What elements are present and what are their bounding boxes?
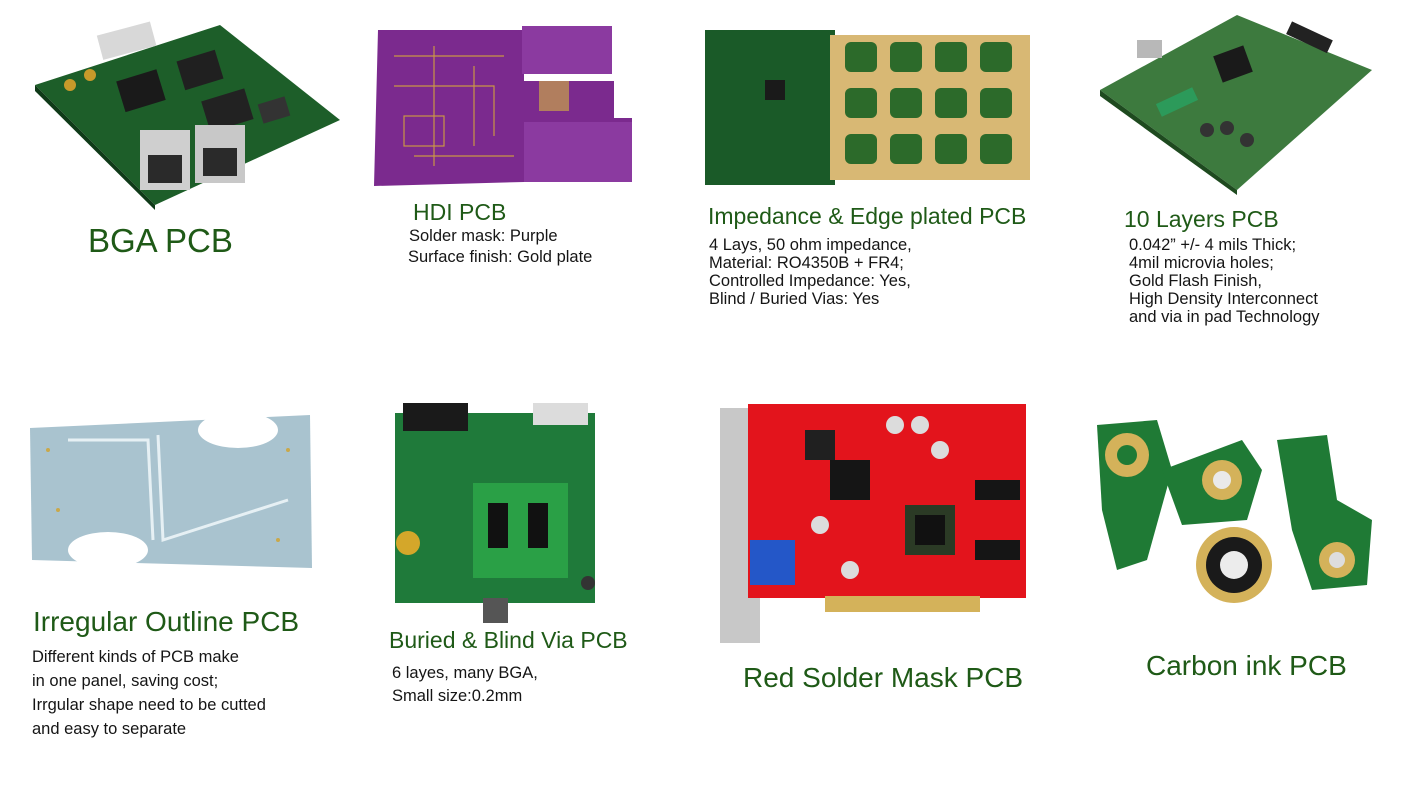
bga-pcb-title: BGA PCB — [88, 222, 233, 259]
desc-line: Irrgular shape need to be cutted — [32, 696, 266, 714]
red-pcb-title: Red Solder Mask PCB — [743, 662, 1024, 693]
irregular-pcb-desc: Different kinds of PCB make in one panel… — [32, 648, 266, 738]
desc-line: in one panel, saving cost; — [32, 672, 219, 690]
desc-line: and via in pad Technology — [1129, 308, 1320, 326]
impedance-pcb-title: Impedance & Edge plated PCB — [708, 203, 1027, 229]
desc-line: 0.042” +/- 4 mils Thick; — [1129, 236, 1297, 254]
red-pcb-image — [720, 400, 1032, 643]
ten-layers-pcb-image — [1097, 10, 1375, 195]
desc-line: Blind / Buried Vias: Yes — [709, 290, 880, 308]
hdi-pcb-image — [374, 26, 638, 188]
irregular-pcb-image — [28, 410, 314, 575]
buried-pcb-title: Buried & Blind Via PCB — [389, 627, 628, 653]
irregular-pcb-title: Irregular Outline PCB — [33, 606, 300, 637]
desc-line: Gold Flash Finish, — [1129, 272, 1262, 290]
desc-line: High Density Interconnect — [1129, 290, 1318, 308]
ten-layers-pcb-title: 10 Layers PCB — [1124, 206, 1279, 232]
desc-line: 4mil microvia holes; — [1129, 254, 1274, 272]
desc-line: Controlled Impedance: Yes, — [709, 272, 911, 290]
impedance-pcb-desc: 4 Lays, 50 ohm impedance, Material: RO43… — [709, 236, 912, 308]
hdi-pcb-desc: Solder mask: Purple Surface finish: Gold… — [408, 227, 593, 266]
desc-line: 6 layes, many BGA, — [392, 664, 538, 682]
desc-line: Solder mask: Purple — [409, 227, 558, 245]
carbon-pcb-image — [1087, 410, 1374, 612]
impedance-pcb-image — [705, 30, 1030, 185]
hdi-pcb-title: HDI PCB — [413, 199, 507, 225]
desc-line: Different kinds of PCB make — [32, 648, 239, 666]
ten-layers-pcb-desc: 0.042” +/- 4 mils Thick; 4mil microvia h… — [1129, 236, 1320, 326]
desc-line: 4 Lays, 50 ohm impedance, — [709, 236, 912, 254]
bga-pcb-image — [30, 15, 345, 210]
desc-line: and easy to separate — [32, 720, 187, 738]
buried-pcb-image — [393, 403, 598, 628]
desc-line: Surface finish: Gold plate — [408, 248, 593, 266]
carbon-pcb-title: Carbon ink PCB — [1146, 650, 1347, 681]
desc-line: Material: RO4350B + FR4; — [709, 254, 904, 272]
desc-line: Small size:0.2mm — [392, 687, 523, 705]
buried-pcb-desc: 6 layes, many BGA, Small size:0.2mm — [392, 664, 538, 705]
